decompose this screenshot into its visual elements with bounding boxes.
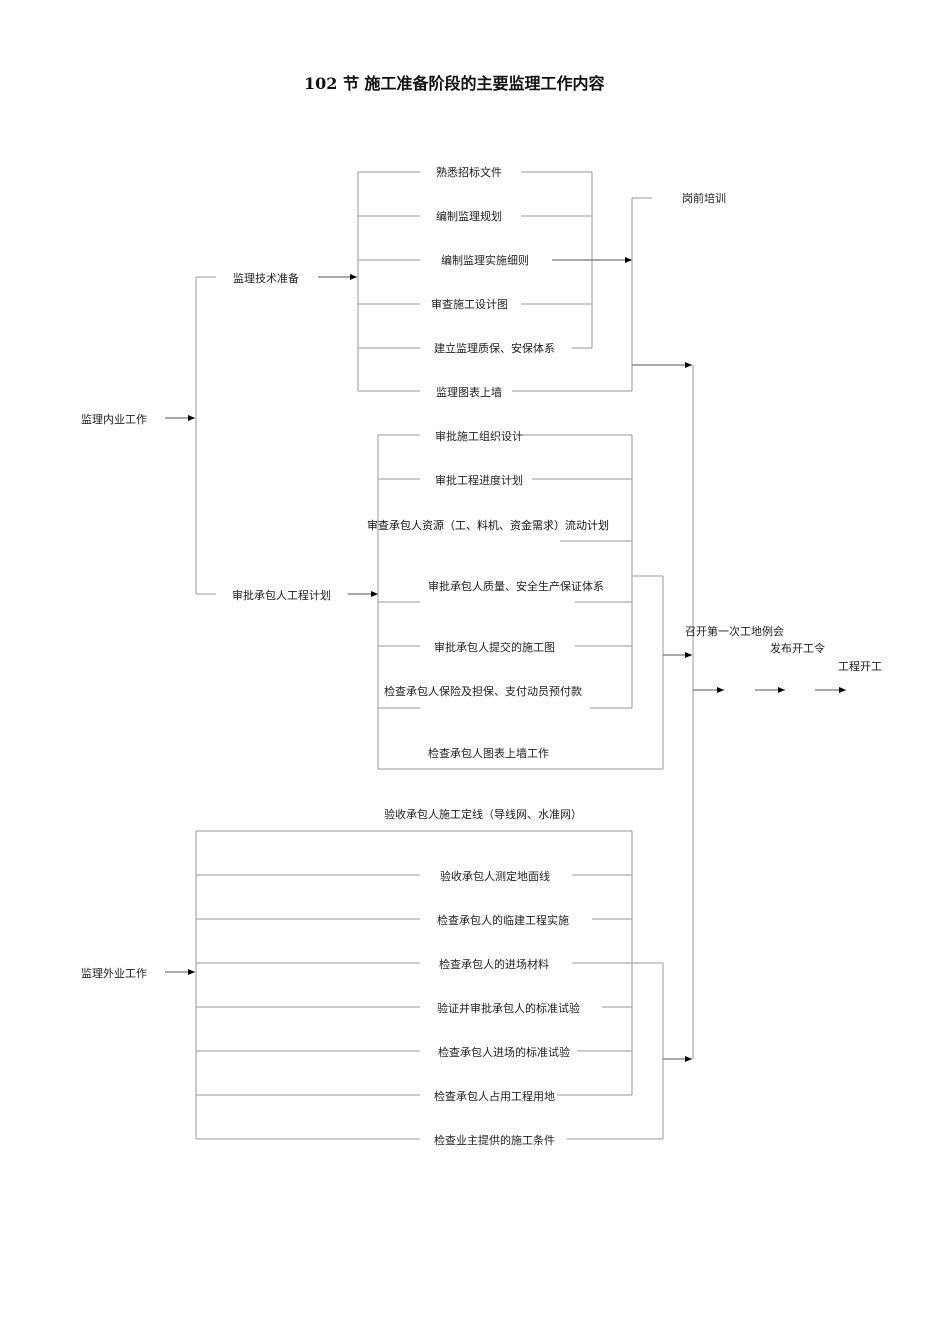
plan-item: 审批施工组织设计	[435, 430, 523, 443]
plan-item: 检查承包人保险及担保、支付动员预付款	[384, 685, 582, 698]
node-tech-prep: 监理技术准备	[233, 272, 299, 285]
external-item: 检查承包人的进场材料	[439, 958, 549, 971]
node-external-work: 监理外业工作	[81, 967, 147, 980]
external-item: 验证并审批承包人的标准试验	[437, 1002, 580, 1015]
page-title: 102 节 施工准备阶段的主要监理工作内容	[304, 74, 605, 93]
plan-item: 检查承包人图表上墙工作	[428, 747, 549, 760]
tech-item: 熟悉招标文件	[436, 166, 502, 179]
step-project-start: 工程开工	[838, 660, 882, 673]
plan-item: 审查承包人资源（工、料机、资金需求）流动计划	[367, 519, 609, 532]
external-item: 检查业主提供的施工条件	[434, 1134, 555, 1147]
external-item: 验收承包人测定地面线	[440, 870, 550, 883]
plan-item: 审批承包人提交的施工图	[434, 641, 555, 654]
node-approve-plan: 审批承包人工程计划	[232, 589, 331, 602]
tech-item: 审查施工设计图	[431, 298, 508, 311]
step-start-order: 发布开工令	[770, 642, 825, 655]
tech-item: 建立监理质保、安保体系	[434, 342, 555, 355]
external-item: 验收承包人施工定线（导线网、水准网）	[384, 808, 582, 821]
step-first-meeting: 召开第一次工地例会	[685, 625, 784, 638]
node-internal-work: 监理内业工作	[81, 413, 147, 426]
tech-item: 编制监理规划	[436, 210, 502, 223]
tech-item: 监理图表上墙	[436, 386, 502, 399]
plan-item: 审批工程进度计划	[435, 474, 523, 487]
external-item: 检查承包人占用工程用地	[434, 1090, 555, 1103]
external-item: 检查承包人进场的标准试验	[438, 1046, 570, 1059]
tech-item: 编制监理实施细则	[441, 254, 529, 267]
node-training: 岗前培训	[682, 192, 726, 205]
plan-item: 审批承包人质量、安全生产保证体系	[428, 580, 604, 593]
external-item: 检查承包人的临建工程实施	[437, 914, 569, 927]
